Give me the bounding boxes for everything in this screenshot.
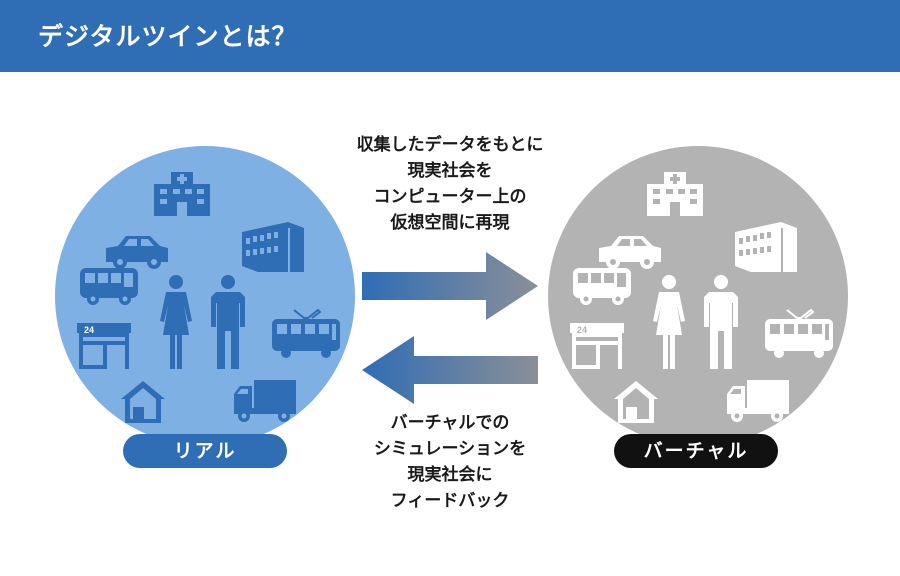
caption-bottom-line: シミュレーションを <box>373 439 527 459</box>
woman-icon <box>160 275 192 369</box>
caption-top-line: 収集したデータをもとに <box>356 135 544 155</box>
caption-bottom-line: フィードバック <box>390 491 510 511</box>
truck-icon <box>234 380 296 422</box>
house-icon <box>121 381 165 423</box>
convenience-store-icon <box>570 323 624 369</box>
caption-bottom-line: バーチャルでの <box>390 413 510 433</box>
real-label: リアル <box>173 440 237 462</box>
real-circle <box>55 146 355 446</box>
tram-icon <box>272 308 340 358</box>
caption-top: 収集したデータをもとに 現実社会を コンピューター上の 仮想空間に再現 <box>310 132 590 236</box>
bus-icon <box>80 268 138 305</box>
man-icon <box>704 275 738 369</box>
convenience-store-icon <box>77 323 131 369</box>
virtual-label: バーチャル <box>643 440 749 462</box>
man-icon <box>211 275 245 369</box>
tram-icon <box>765 308 833 358</box>
real-icon-group <box>77 172 340 423</box>
caption-top-line: コンピューター上の <box>373 187 527 207</box>
caption-bottom-line: 現実社会に <box>407 465 493 485</box>
store-sign-text: 24 <box>84 325 94 335</box>
house-icon <box>614 381 658 423</box>
arrow-right-icon <box>362 252 538 320</box>
page-title: デジタルツインとは？ <box>38 22 298 51</box>
woman-icon <box>653 275 685 369</box>
virtual-label-pill: バーチャル <box>614 434 778 468</box>
car-icon <box>599 236 661 269</box>
store-sign-text: 24 <box>577 325 587 335</box>
real-label-pill: リアル <box>123 434 287 468</box>
arrow-left-icon <box>362 336 538 404</box>
hospital-icon <box>154 172 210 216</box>
virtual-icon-group <box>570 172 833 423</box>
caption-top-line: 現実社会を <box>407 161 493 181</box>
hospital-icon <box>647 172 703 216</box>
office-building-icon <box>242 222 304 272</box>
virtual-circle <box>548 146 848 446</box>
office-building-icon <box>735 222 797 272</box>
caption-bottom: バーチャルでの シミュレーションを 現実社会に フィードバック <box>310 410 590 514</box>
car-icon <box>106 236 168 269</box>
header-bar: デジタルツインとは？ <box>0 0 900 72</box>
caption-top-line: 仮想空間に再現 <box>390 213 510 233</box>
bus-icon <box>573 268 631 305</box>
truck-icon <box>727 380 789 422</box>
